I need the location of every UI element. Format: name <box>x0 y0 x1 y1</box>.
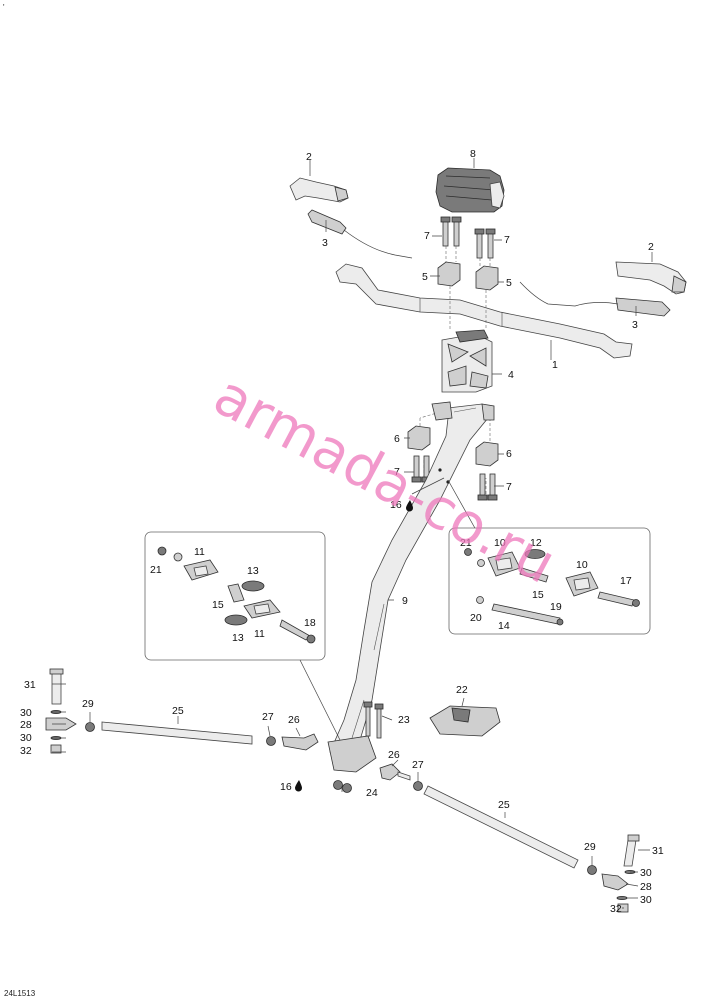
grip-right <box>615 261 687 295</box>
callout-30-left-2: 30 <box>20 732 32 744</box>
callout-32-right: 32 <box>610 903 622 915</box>
throttle-right <box>519 281 671 317</box>
callout-7-top-left: 7 <box>424 230 430 242</box>
callout-8: 8 <box>470 148 476 160</box>
callout-15-left: 15 <box>212 599 224 611</box>
callout-7-bottom-left: 7 <box>394 466 400 478</box>
lubricant-drop-icon <box>406 500 413 512</box>
callout-21-left: 21 <box>150 564 162 576</box>
callout-26-right: 26 <box>388 749 400 761</box>
callout-6-left: 6 <box>394 433 400 445</box>
callout-10-a: 10 <box>494 537 506 549</box>
callout-23: 23 <box>398 714 410 726</box>
callout-10-b: 10 <box>576 559 588 571</box>
callout-25-left: 25 <box>172 705 184 717</box>
callout-25-right: 25 <box>498 799 510 811</box>
callout-13-b: 13 <box>232 632 244 644</box>
callout-28-right: 28 <box>640 881 652 893</box>
callout-2-left: 2 <box>306 151 312 163</box>
inset-right-parts <box>464 548 640 626</box>
inset-left-parts <box>157 546 316 644</box>
callout-5-right: 5 <box>506 277 512 289</box>
callout-6-right: 6 <box>506 448 512 460</box>
lubricant-drop-icon <box>295 780 303 792</box>
callout-7-bottom-right: 7 <box>506 481 512 493</box>
callout-3-right: 3 <box>632 319 638 331</box>
callout-15-right: 15 <box>532 589 544 601</box>
corner-mark: ' <box>3 3 5 12</box>
callout-16-top: 16 <box>390 499 402 511</box>
callout-30-right-1: 30 <box>640 867 652 879</box>
callout-26-left: 26 <box>288 714 300 726</box>
steering-arm <box>327 701 384 793</box>
callout-19: 19 <box>550 601 562 613</box>
callout-11-b: 11 <box>254 628 265 640</box>
callout-18: 18 <box>304 617 316 629</box>
skid-plate <box>429 705 501 737</box>
callout-2-right: 2 <box>648 241 654 253</box>
callout-31-left: 31 <box>24 679 36 691</box>
throttle-left <box>307 209 413 259</box>
riser-block <box>441 329 493 393</box>
callout-13-a: 13 <box>247 565 259 577</box>
callout-7-top-right: 7 <box>504 234 510 246</box>
callout-12: 12 <box>530 537 542 549</box>
handlebar <box>335 263 633 359</box>
callout-29-right: 29 <box>584 841 596 853</box>
clamps-lower <box>407 425 499 467</box>
callout-21-right: 21 <box>460 537 472 549</box>
clamps-upper <box>437 261 499 291</box>
callout-20: 20 <box>470 612 482 624</box>
callout-30-right-2: 30 <box>640 894 652 906</box>
callout-3-left: 3 <box>322 237 328 249</box>
callout-11-a: 11 <box>194 546 205 558</box>
handlebar-pad <box>435 167 505 213</box>
callout-22: 22 <box>456 684 468 696</box>
callout-9: 9 <box>402 595 408 607</box>
callout-31-right: 31 <box>652 845 664 857</box>
callout-14: 14 <box>498 620 510 632</box>
callout-4: 4 <box>508 369 514 381</box>
callout-24: 24 <box>366 787 378 799</box>
callout-32-left: 32 <box>20 745 32 757</box>
callout-5-left: 5 <box>422 271 428 283</box>
callout-17: 17 <box>620 575 632 587</box>
callout-28-left: 28 <box>20 719 32 731</box>
callout-1: 1 <box>552 359 558 371</box>
tie-rod-right <box>379 763 640 913</box>
grip-left <box>289 177 349 203</box>
callout-30-left-1: 30 <box>20 707 32 719</box>
callout-27-right: 27 <box>412 759 424 771</box>
callout-16-bottom: 16 <box>280 781 292 793</box>
callout-27-left: 27 <box>262 711 274 723</box>
diagram-code: 24L1513 <box>4 989 36 998</box>
callout-29-left: 29 <box>82 698 94 710</box>
bolts-top <box>440 216 496 259</box>
